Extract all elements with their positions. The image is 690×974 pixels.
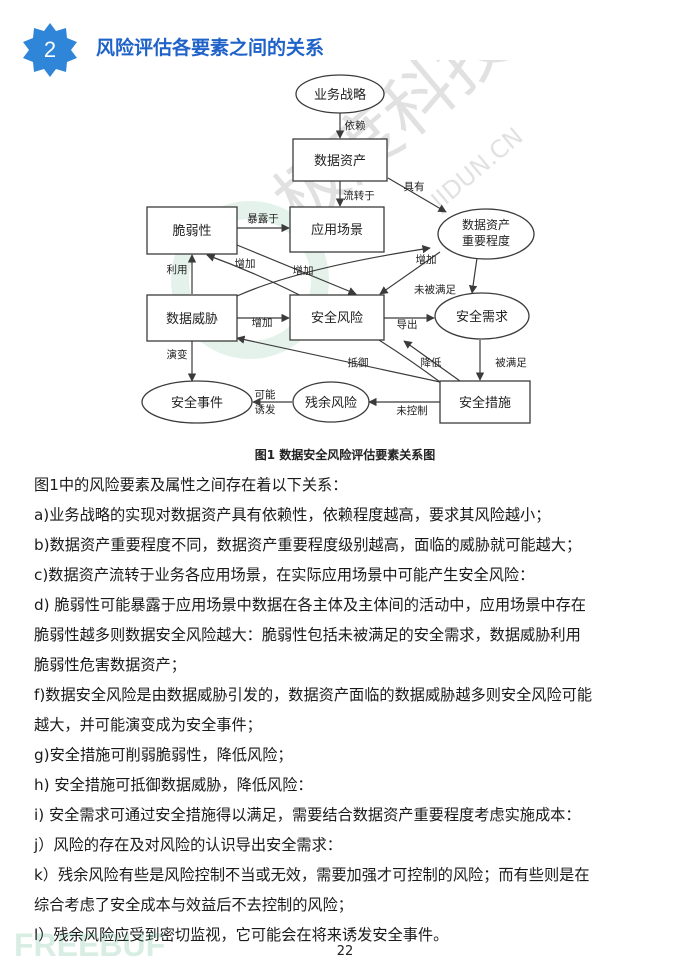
edge-label-resist: 抵御 <box>348 356 369 369</box>
watermark-logo-ring <box>171 201 329 359</box>
label-app-scenario: 应用场景 <box>311 222 363 238</box>
edge-label-depends: 依赖 <box>345 119 366 132</box>
text-line: 综合考虑了安全成本与效益后不去控制的风险； <box>34 896 353 914</box>
edge-label-derive: 导出 <box>397 318 418 331</box>
edge-label-uncontrolled: 未控制 <box>396 404 428 417</box>
edge-label-flows-to: 流转于 <box>343 189 375 202</box>
text-line: 越大，并可能演变成为安全事件； <box>34 716 262 734</box>
freebuf-watermark-logo: FREEBUF <box>14 927 165 962</box>
edge-label-exposed-to: 暴露于 <box>247 213 279 225</box>
edge-label-increase-2: 增加 <box>293 264 314 277</box>
node-app-scenario <box>289 206 385 253</box>
edge-label-satisfied: 被满足 <box>495 356 527 369</box>
node-data-asset <box>292 138 388 182</box>
edge-label-unmet: 未被满足 <box>414 283 456 296</box>
page-number: 22 <box>336 944 354 959</box>
section-title: 风险评估各要素之间的关系 <box>96 37 325 59</box>
intro-paragraph: 图1中的风险要素及属性之间存在着以下关系： <box>34 476 348 494</box>
label-data-asset: 数据资产 <box>314 154 366 169</box>
section-number: 2 <box>43 37 57 62</box>
text-line: h) 安全措施可抵御数据威胁，降低风险： <box>34 776 313 794</box>
edge-importance-risk <box>379 251 441 295</box>
text-line: 脆弱性危害数据资产； <box>34 656 186 674</box>
text-line: d) 脆弱性可能暴露于应用场景中数据在各主体及主体间的活动中，应用场景中存在 <box>34 596 586 614</box>
label-asset-importance-2: 重要程度 <box>462 233 510 248</box>
watermark-url: JIDUN.CN <box>424 122 528 216</box>
node-business-strategy <box>295 74 385 114</box>
edge-label-has: 具有 <box>404 180 425 193</box>
edge-label-may: 可能 <box>255 388 276 401</box>
text-line: f)数据安全风险是由数据威胁引发的，数据资产面临的数据威胁越多则安全风险可能 <box>34 686 593 704</box>
edge-label-exploits: 利用 <box>167 264 188 276</box>
freebuf-logo-text: FREEBUF <box>14 927 165 962</box>
edge-importance-need <box>468 257 478 294</box>
text-line: i) 安全需求可通过安全措施得以满足，需要结合数据资产重要程度考虑实施成本： <box>34 806 581 824</box>
edge-label-increase-3: 增加 <box>416 253 437 266</box>
edge-label-induce: 诱发 <box>255 403 276 416</box>
label-security-event: 安全事件 <box>171 395 223 411</box>
node-residual-risk <box>292 381 370 423</box>
node-security-measure <box>439 380 531 424</box>
text-line: g)安全措施可削弱脆弱性，降低风险； <box>34 746 293 764</box>
text-line: k）残余风险有些是风险控制不当或无效，需要加强才可控制的风险；而有些则是在 <box>34 866 590 884</box>
edge-measure-threat <box>236 335 441 383</box>
node-security-risk <box>289 294 385 341</box>
node-vulnerability <box>146 206 238 255</box>
edge-vuln-risk <box>236 244 357 296</box>
label-vulnerability: 脆弱性 <box>172 223 211 239</box>
label-data-threat: 数据威胁 <box>166 312 218 327</box>
text-line: c)数据资产流转于业务各应用场景，在实际应用场景中可能产生安全风险： <box>34 566 535 584</box>
section-number-badge: 2 <box>22 22 78 78</box>
text-line: l）残余风险应受到密切监视，它可能会在将来诱发安全事件。 <box>34 926 449 944</box>
text-line: b)数据资产重要程度不同，数据资产重要程度级别越高，面临的威胁就可能越大； <box>34 536 582 554</box>
edge-label-increase-4: 增加 <box>252 316 273 329</box>
figure-caption: 图1 数据安全风险评估要素关系图 <box>254 448 436 462</box>
edge-measure-risk <box>403 340 461 382</box>
edge-label-reduce: 降低 <box>421 356 442 369</box>
node-asset-importance <box>437 208 535 260</box>
edge-threat-importance <box>236 244 431 297</box>
edge-label-evolve: 演变 <box>167 348 188 361</box>
node-data-threat <box>146 294 238 342</box>
label-asset-importance-1: 数据资产 <box>462 217 510 232</box>
label-security-measure: 安全措施 <box>459 395 511 411</box>
text-line: 脆弱性越多则数据安全风险越大：脆弱性包括未被满足的安全需求，数据威胁利用 <box>34 626 581 644</box>
star-badge-icon <box>23 23 77 77</box>
edge-label-increase-1: 增加 <box>235 257 256 270</box>
risk-elements-diagram: 极度科技 JIDUN.CN 业 <box>141 60 535 424</box>
node-security-need <box>434 292 530 340</box>
edge-asset-importance <box>387 177 447 213</box>
label-business-strategy: 业务战略 <box>314 87 366 103</box>
node-security-event <box>141 380 253 424</box>
label-security-need: 安全需求 <box>456 309 508 325</box>
label-residual-risk: 残余风险 <box>305 395 357 411</box>
body-text: 图1中的风险要素及属性之间存在着以下关系： a)业务战略的实现对数据资产具有依赖… <box>34 470 664 950</box>
label-security-risk: 安全风险 <box>311 310 363 326</box>
text-line: j）风险的存在及对风险的认识导出安全需求： <box>34 836 342 854</box>
text-line: a)业务战略的实现对数据资产具有依赖性，依赖程度越高，要求其风险越小； <box>34 506 551 524</box>
